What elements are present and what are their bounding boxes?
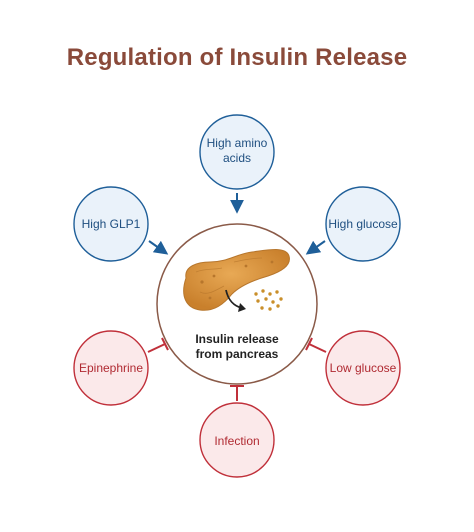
pancreas-icon: [183, 249, 290, 311]
center-node: Insulin release from pancreas: [156, 223, 318, 385]
inhibitor-label-epinephrine: Epinephrine: [79, 361, 143, 375]
stimulator-label-amino-line2: acids: [223, 151, 251, 165]
release-arrow-icon: [225, 289, 246, 312]
stimulator-label-amino-line1: High amino: [207, 136, 268, 150]
stimulator-node-amino: High amino acids: [199, 114, 275, 190]
inhibitor-node-low-glucose: Low glucose: [325, 330, 401, 406]
stimulator-arrow-glucose: [305, 240, 326, 255]
inhibitor-bar-low-glucose: [305, 337, 327, 353]
inhibitor-bar-infection: [230, 385, 244, 401]
stimulator-label-glucose: High glucose: [328, 217, 398, 231]
stimulator-label-glp1: High GLP1: [82, 217, 141, 231]
insulin-granules-icon: [254, 289, 283, 311]
diagram-title: Regulation of Insulin Release: [66, 44, 408, 71]
center-label-line1: Insulin release: [195, 332, 279, 346]
stimulator-arrow-glp1: [148, 240, 169, 255]
inhibitor-node-infection: Infection: [199, 402, 275, 478]
stimulator-node-glucose: High glucose: [325, 186, 401, 262]
stimulator-node-glp1: High GLP1: [73, 186, 149, 262]
inhibitor-bar-epinephrine: [147, 337, 169, 353]
inhibitor-label-low-glucose: Low glucose: [330, 361, 397, 375]
inhibitor-label-infection: Infection: [214, 434, 259, 448]
center-label-line2: from pancreas: [196, 347, 279, 361]
inhibitor-node-epinephrine: Epinephrine: [73, 330, 149, 406]
